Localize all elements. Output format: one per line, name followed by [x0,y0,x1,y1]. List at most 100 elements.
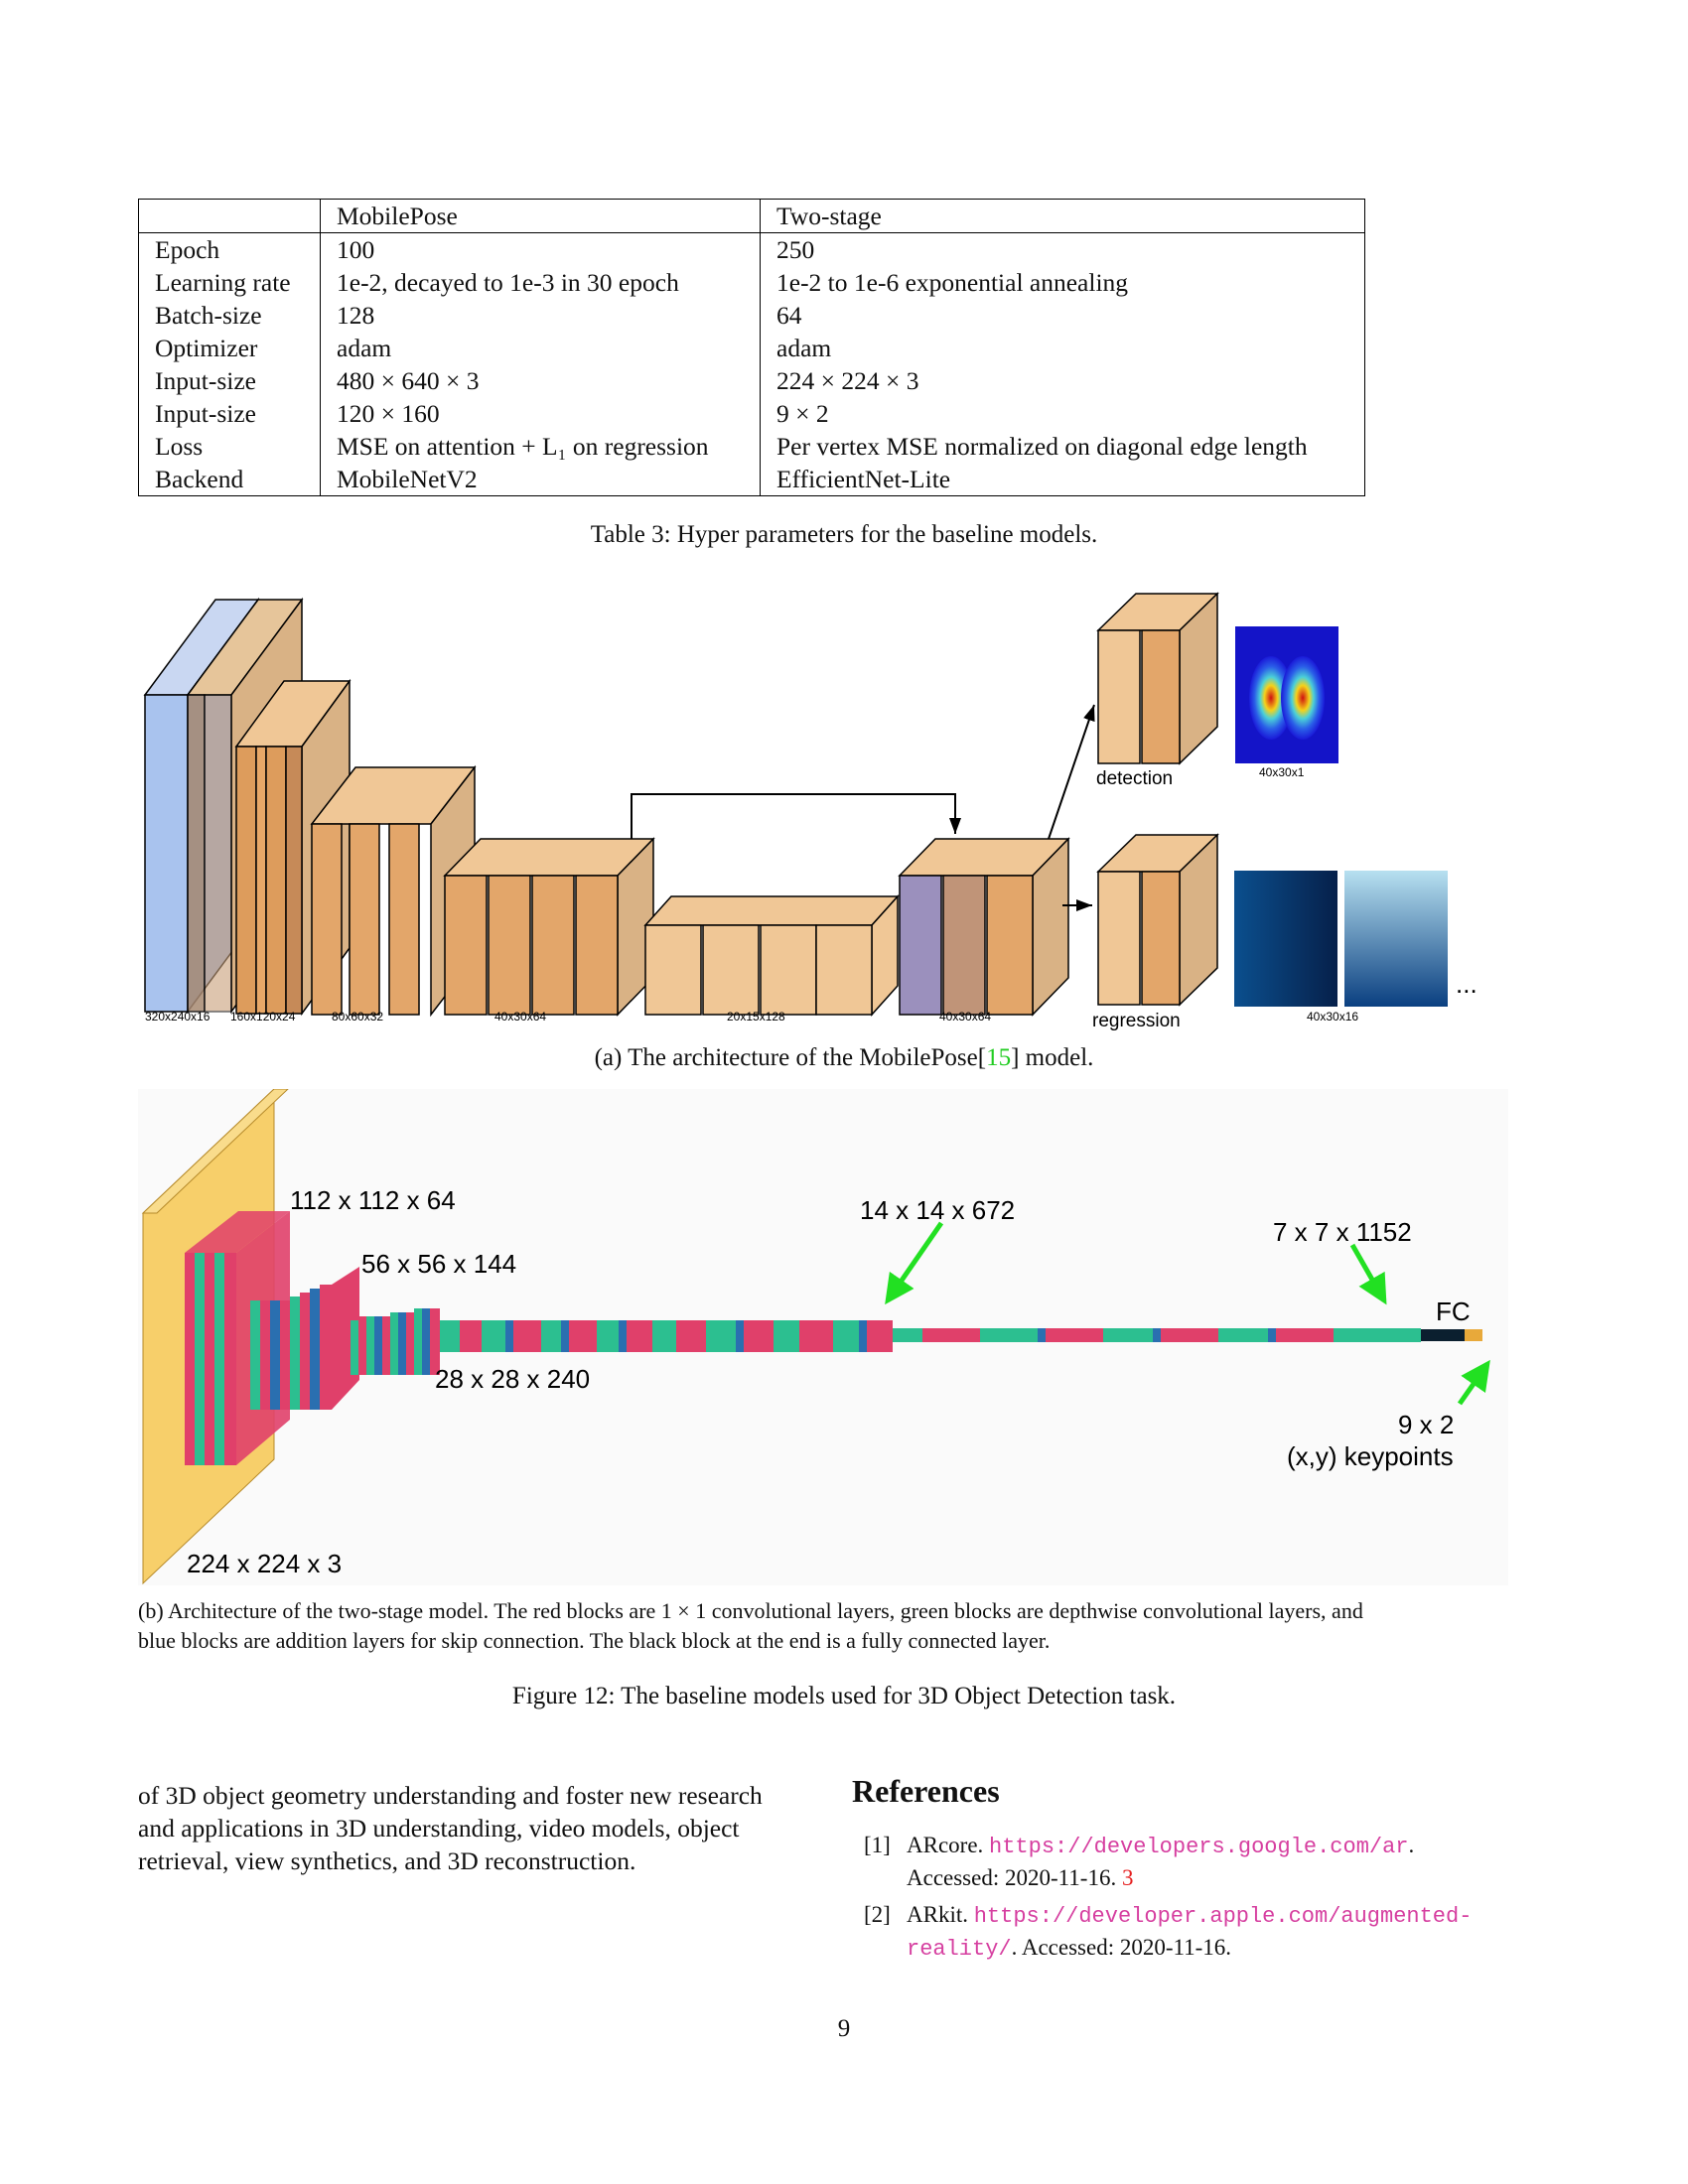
regression-label: regression [1092,1011,1181,1031]
caption-line: (b) Architecture of the two-stage model.… [138,1598,1363,1623]
dim-label: 320x240x16 [145,1010,211,1024]
table-row: Optimizer adam adam [138,332,1365,364]
dim-label: 160x120x24 [230,1010,296,1024]
ellipsis-label: ... [1456,969,1477,999]
table-cell: 100 [320,232,761,266]
stage-3-blocks [343,1308,440,1375]
stage-4-arrow [885,1221,944,1305]
stage-5-arrow [1349,1243,1387,1305]
fc-label: FC [1436,1297,1471,1326]
stage-2-label: 56 x 56 x 144 [361,1249,516,1279]
table-cell: 480 × 640 × 3 [320,364,761,397]
reference-accessed: Accessed: 2020-11-16. [907,1865,1117,1890]
table-cell: Batch-size [138,299,321,332]
table-cell: Backend [138,463,321,496]
regression-dim-label: 40x30x16 [1307,1010,1358,1024]
skip-connection-arrow [631,793,961,839]
mobilepose-architecture-diagram: detection 40x30x1 regression ... 40x30x1… [143,592,1477,1031]
reference-number: [2] [864,1902,891,1927]
table-row: Batch-size 128 64 [138,299,1365,332]
table-cell: 120 × 160 [320,397,761,430]
table-cell: 250 [776,235,815,264]
feature-block-group-6 [898,837,1070,1017]
reference-item: [2] ARkit. https://developer.apple.com/a… [864,1899,1509,1965]
table-cell: 1e-2 to 1e-6 exponential annealing [776,268,1129,297]
table-cell: 128 [320,299,761,332]
citation-link[interactable]: 15 [986,1044,1012,1071]
table-row: Epoch 100 250 [138,232,1365,266]
stage-4-label: 14 x 14 x 672 [860,1195,1015,1225]
detection-head-block [1096,592,1219,765]
table-cell: Per vertex MSE normalized on diagonal ed… [776,432,1308,461]
table-cell: Loss [138,430,321,463]
detection-arrow [1048,704,1095,840]
detection-label: detection [1096,768,1173,789]
dim-label: 40x30x64 [939,1010,991,1024]
table-row: Input-size 480 × 640 × 3 224 × 224 × 3 [138,364,1365,397]
dim-label: 40x30x64 [494,1010,546,1024]
reference-name: ARkit. [907,1902,968,1927]
page-number: 9 [837,2015,851,2042]
figure-caption: Figure 12: The baseline models used for … [511,1683,1177,1709]
table-cell: Learning rate [138,266,321,299]
figure-b-caption: (b) Architecture of the two-stage model.… [138,1596,1508,1656]
references-heading: References [852,1773,1000,1809]
table-cell: Optimizer [138,332,321,364]
figure-a-caption: (a) The architecture of the MobilePose[1… [0,1044,1688,1072]
table-cell: MobileNetV2 [320,463,761,496]
body-line: retrieval, view synthetics, and 3D recon… [138,1846,636,1875]
stage-1-label: 112 x 112 x 64 [290,1185,456,1215]
table-cell: 9 × 2 [776,399,829,428]
table-row: Loss MSE on attention + L₁ on regression… [138,430,1365,463]
table-cell: adam [320,332,761,364]
regression-head-block [1096,833,1219,1007]
table-cell: Epoch [138,232,321,266]
caption-text: ] model. [1011,1044,1094,1071]
feature-block-group-5 [643,894,900,1017]
table-header-cell: MobilePose [320,199,761,233]
output-name-label: (x,y) keypoints [1287,1441,1454,1471]
table-cell: EfficientNet-Lite [776,465,951,493]
table-row: Learning rate 1e-2, decayed to 1e-3 in 3… [138,266,1365,299]
table-header-row: MobilePose Two-stage [138,199,1365,233]
table-cell: 224 × 224 × 3 [776,366,919,395]
reference-url-link[interactable]: https://developer.apple.com/augmented-re… [907,1904,1473,1962]
table-cell: adam [776,334,832,362]
reference-number: [1] [864,1833,891,1857]
output-arrow [1457,1359,1490,1406]
table-header-cell [138,199,321,233]
table-header-cell: Two-stage [760,199,1365,233]
dim-label: 80x60x32 [332,1010,383,1024]
reference-item: [1] ARcore. https://developers.google.co… [864,1830,1509,1893]
stage-5-blocks [893,1328,1421,1342]
regression-output-maps [1234,871,1448,1007]
stage-4-blocks [440,1320,893,1352]
stage-3-label: 28 x 28 x 240 [435,1364,590,1394]
heatmap-dim-label: 40x30x1 [1259,765,1305,779]
table-row: Backend MobileNetV2 EfficientNet-Lite [138,463,1365,496]
body-paragraph: of 3D object geometry understanding and … [138,1779,798,1877]
table-caption: Table 3: Hyper parameters for the baseli… [590,521,1098,548]
two-stage-architecture-diagram: 112 x 112 x 64 56 x 56 x 144 28 x 28 x 2… [138,1089,1508,1585]
caption-text: (a) The architecture of the MobilePose[ [594,1044,987,1071]
backref-link[interactable]: 3 [1121,1865,1134,1890]
reference-name: ARcore. [907,1833,984,1857]
reference-accessed: Accessed: 2020-11-16. [1021,1935,1232,1960]
table-cell: 64 [776,301,802,330]
table-row: Input-size 120 × 160 9 × 2 [138,397,1365,430]
output-block [1465,1329,1482,1341]
table-cell: Input-size [138,364,321,397]
fc-block [1421,1329,1465,1341]
table-cell: MSE on attention + L₁ on regression [320,430,761,463]
table-cell: Input-size [138,397,321,430]
dim-label: 20x15x128 [727,1010,785,1024]
reference-url-link[interactable]: https://developers.google.com/ar [989,1835,1409,1859]
hyperparameter-table: MobilePose Two-stage Epoch 100 250 Learn… [138,199,1365,496]
stage-5-label: 7 x 7 x 1152 [1273,1217,1412,1247]
caption-line: blue blocks are addition layers for skip… [138,1628,1051,1653]
heatmap-output [1235,626,1338,763]
body-line: of 3D object geometry understanding and … [138,1781,763,1810]
feature-block-group-4 [443,837,655,1017]
body-line: and applications in 3D understanding, vi… [138,1814,740,1843]
table-cell: 1e-2, decayed to 1e-3 in 30 epoch [320,266,761,299]
